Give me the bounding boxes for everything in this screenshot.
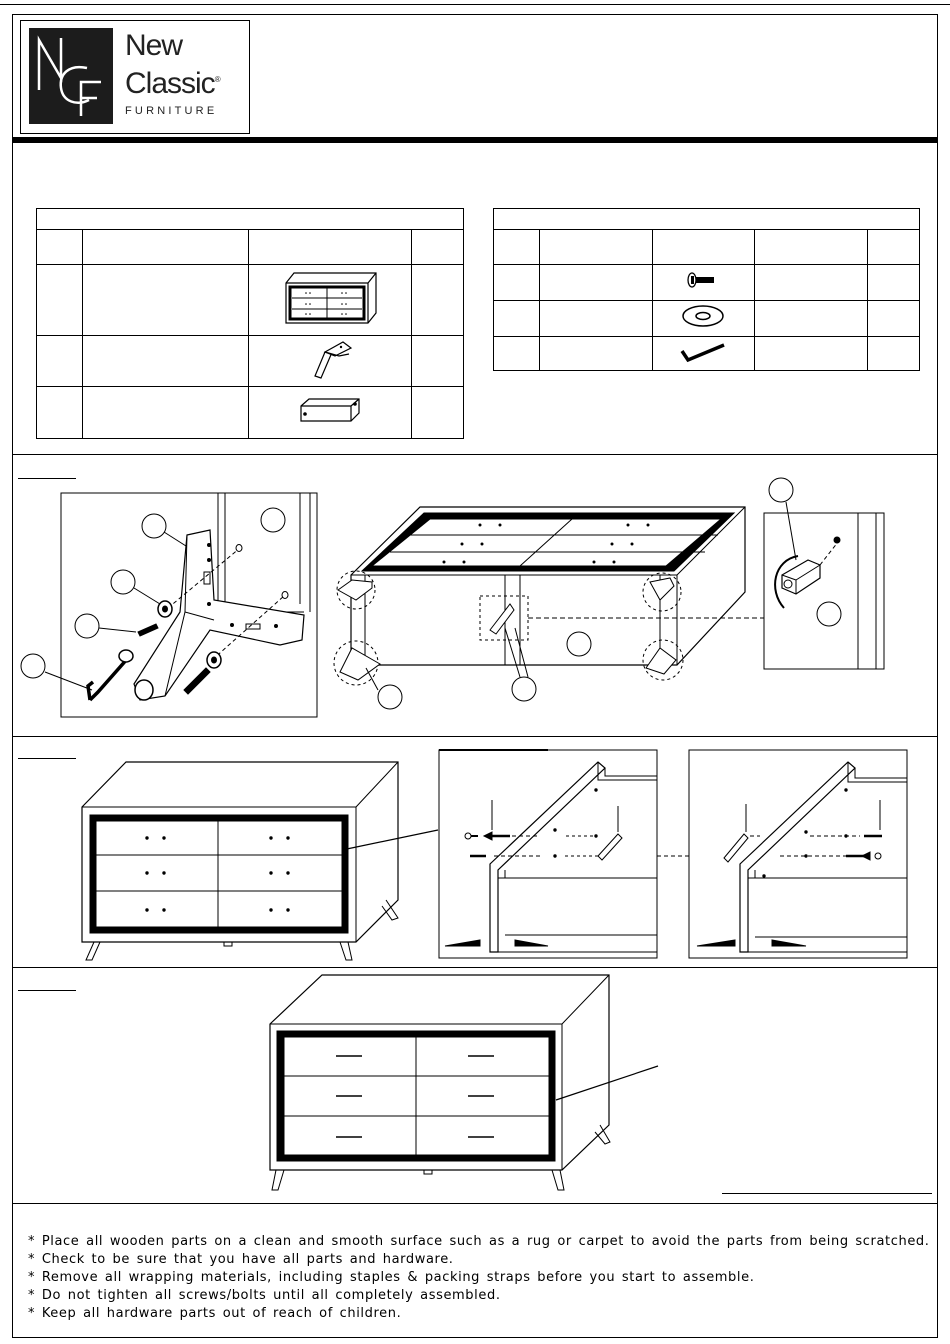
table-row	[36, 264, 464, 336]
note-item: * Keep all hardware parts out of reach o…	[28, 1306, 402, 1321]
hardware-col-no	[493, 229, 540, 265]
hardware-list-table	[493, 208, 920, 371]
top-rule	[0, 4, 950, 5]
section-divider	[12, 967, 938, 968]
ncf-monogram-icon	[37, 35, 101, 116]
step-1-marker	[18, 478, 76, 479]
hardware-col-description	[538, 229, 653, 265]
section-divider	[12, 1203, 938, 1204]
note-item: * Check to be sure that you have all par…	[28, 1252, 454, 1267]
dresser-part-icon	[285, 271, 377, 324]
section-divider	[12, 454, 938, 455]
step-3-marker	[18, 990, 76, 991]
allen-key-cell	[651, 336, 756, 371]
center-support-part-cell	[248, 386, 413, 439]
table-row	[36, 386, 464, 439]
step-2-diagram	[81, 749, 908, 961]
note-item: * Place all wooden parts on a clean and …	[28, 1234, 930, 1249]
hardware-col-qty	[867, 229, 920, 265]
registered-mark: ®	[214, 75, 221, 84]
brand-name-line3: FURNITURE	[125, 105, 218, 117]
brand-logo: New Classic® FURNITURE	[20, 20, 250, 134]
assembly-notes: * Place all wooden parts on a clean and …	[28, 1233, 930, 1323]
table-row	[493, 336, 920, 371]
note-item: * Remove all wrapping materials, includi…	[28, 1270, 755, 1285]
table-row	[493, 264, 920, 301]
leg-detail-box	[60, 492, 318, 718]
table-row	[36, 335, 464, 387]
leg-part-icon	[314, 340, 353, 379]
hardware-col-size	[754, 229, 869, 265]
hardware-table-header	[493, 208, 920, 230]
center-support-part-icon	[300, 398, 360, 422]
parts-list-table	[36, 208, 464, 439]
header-divider	[12, 137, 938, 143]
washer-icon	[682, 305, 725, 327]
note-item: * Do not tighten all screws/bolts until …	[28, 1288, 501, 1303]
leg-part-cell	[248, 335, 413, 387]
bolt-cell	[651, 264, 756, 301]
step-3-diagram	[269, 974, 659, 1191]
allen-key-icon	[681, 343, 726, 363]
brand-name-line2: Classic	[125, 67, 216, 100]
parts-table-header	[36, 208, 464, 230]
table-row	[493, 300, 920, 337]
brand-name-line1: New	[125, 29, 183, 62]
support-detail-box	[763, 512, 885, 670]
logo-monogram	[29, 28, 113, 124]
washer-cell	[651, 300, 756, 337]
section-divider	[12, 736, 938, 737]
parts-col-picture	[248, 229, 413, 265]
step-2-marker	[18, 758, 76, 759]
signature-line	[722, 1193, 932, 1194]
hardware-col-picture	[651, 229, 756, 265]
parts-col-description	[81, 229, 250, 265]
instruction-sheet-frame	[12, 14, 938, 1338]
bolt-icon	[687, 272, 715, 288]
dresser-part-cell	[248, 264, 413, 336]
parts-col-no	[36, 229, 83, 265]
step-1-diagram	[20, 477, 885, 718]
parts-col-qty	[411, 229, 464, 265]
